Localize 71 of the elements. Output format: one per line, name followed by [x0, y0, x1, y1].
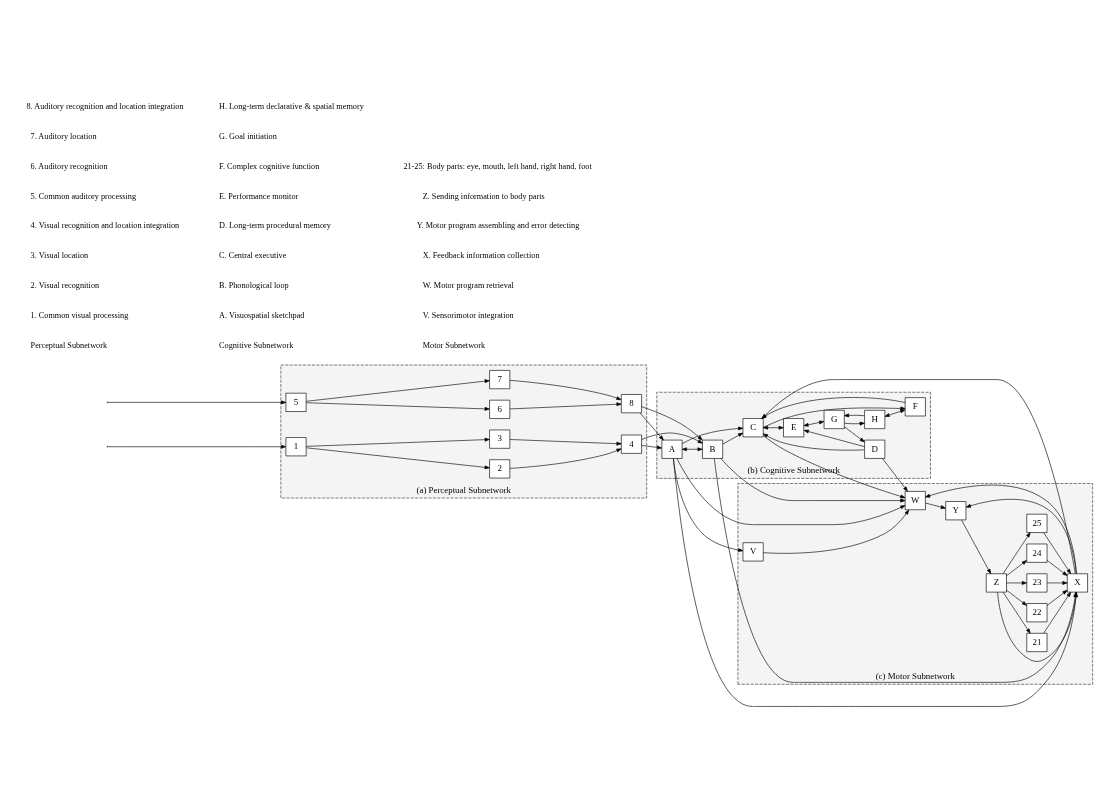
arrow: [961, 519, 992, 575]
node-box: B: [702, 439, 723, 459]
node-box: W: [904, 491, 926, 511]
arrow: [965, 499, 1077, 574]
arrow: [306, 379, 490, 402]
arrow: [107, 444, 287, 449]
node-box: 7: [489, 370, 511, 390]
arrow: [1043, 532, 1072, 574]
arrow: [1043, 591, 1072, 634]
arrow: [306, 437, 490, 447]
arrow: [763, 509, 910, 554]
arrow: [509, 448, 622, 469]
arrow: [1002, 532, 1031, 574]
arrow: [509, 380, 622, 400]
node-box: 3: [489, 429, 511, 449]
node-box: 2: [489, 459, 511, 479]
arrow: [1006, 589, 1027, 606]
arrow: [1006, 560, 1027, 577]
node-box: 6: [489, 399, 511, 419]
node-box: Y: [945, 501, 967, 521]
arrow: [925, 484, 1077, 574]
node-box: C: [742, 418, 764, 438]
arrow: [762, 433, 865, 451]
node-box: 4: [621, 434, 642, 454]
arrow: [762, 425, 784, 430]
arrow: [882, 458, 908, 492]
arrow: [844, 421, 865, 426]
node-box: 5: [285, 392, 307, 412]
arrow: [509, 402, 622, 410]
arrow: [1046, 560, 1068, 576]
arrow: [641, 406, 703, 441]
arrow: [509, 439, 622, 446]
node-box: D: [864, 439, 886, 459]
arrow: [884, 409, 906, 417]
arrow: [1046, 589, 1068, 606]
node-box: 24: [1026, 543, 1048, 563]
arrow: [925, 502, 946, 509]
node-box: 1: [285, 437, 307, 457]
node-box: A: [661, 439, 683, 459]
arrow: [1002, 591, 1031, 634]
arrow: [107, 400, 287, 405]
node-box: E: [783, 418, 805, 438]
arrow: [1006, 581, 1027, 585]
node-box: F: [904, 397, 926, 417]
node-box: V: [742, 542, 764, 562]
arrow: [762, 435, 906, 499]
arrow: [803, 420, 825, 427]
arrow: [681, 426, 744, 444]
arrow: [722, 432, 744, 445]
arrow: [641, 445, 662, 450]
arrow: [306, 402, 490, 411]
node-box: X: [1067, 573, 1088, 593]
node-box: 22: [1026, 603, 1048, 623]
node-box: 8: [621, 394, 642, 414]
node-box: G: [823, 410, 845, 429]
arrow: [641, 432, 703, 444]
arrow: [1046, 581, 1068, 585]
node-box: 23: [1026, 573, 1048, 593]
node-box: H: [864, 410, 886, 429]
arrow: [803, 429, 865, 447]
arrow: [673, 458, 744, 552]
node-box: Z: [985, 573, 1007, 593]
arrow: [720, 458, 906, 503]
arrow: [844, 413, 865, 418]
node-box: 25: [1026, 513, 1048, 533]
arrow: [639, 412, 664, 441]
arrow: [844, 426, 865, 443]
arrow: [676, 458, 906, 525]
arrow: [681, 447, 703, 452]
node-box: 21: [1026, 633, 1048, 652]
arrow: [306, 447, 490, 470]
